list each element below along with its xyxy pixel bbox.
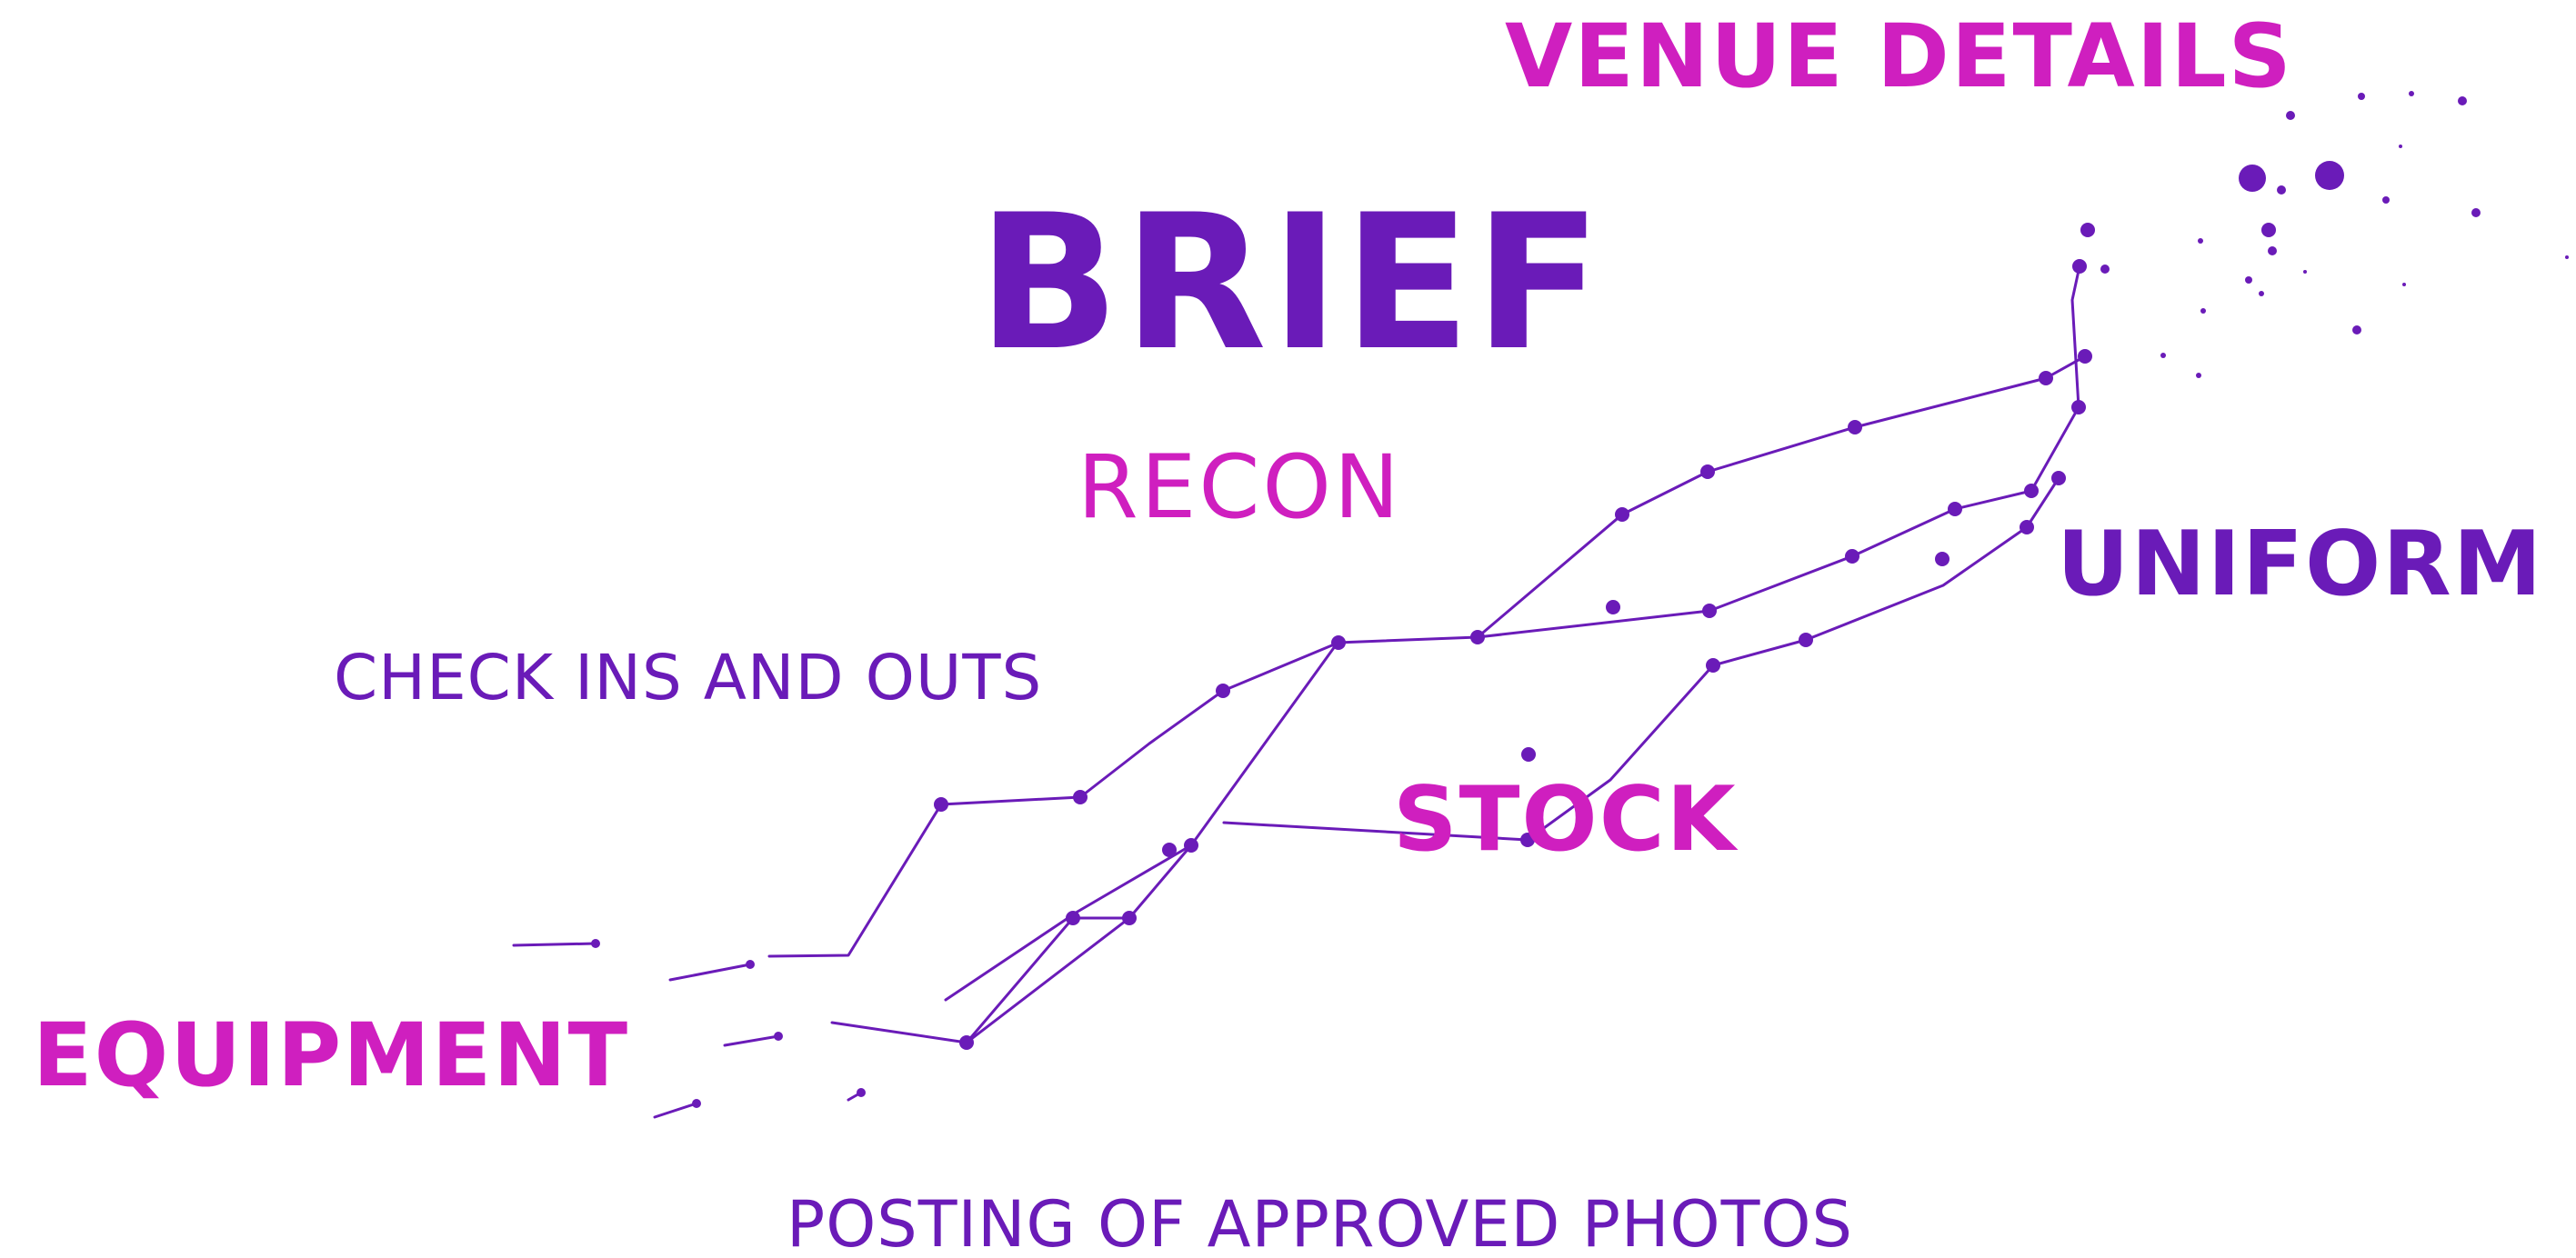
- network-node: [692, 1099, 701, 1108]
- network-line: [1476, 354, 2087, 639]
- network-node: [2071, 400, 2086, 414]
- network-node: [2409, 91, 2414, 96]
- network-node: [2200, 308, 2206, 314]
- uniform-label: UNIFORM: [2057, 513, 2544, 616]
- network-node: [2100, 265, 2110, 274]
- network-node: [1799, 633, 1813, 647]
- network-node: [1066, 911, 1080, 925]
- network-line: [1189, 641, 1339, 847]
- check-ins-and-outs-label: CHECK INS AND OUTS: [334, 642, 1043, 714]
- network-node: [2245, 276, 2252, 284]
- network-node: [1520, 833, 1535, 847]
- network-node: [1615, 507, 1629, 522]
- network-node: [2565, 255, 2569, 259]
- network-node: [2039, 371, 2053, 385]
- network-node: [2358, 93, 2365, 100]
- network-line: [1708, 405, 2080, 613]
- network-node: [591, 939, 600, 948]
- network-line: [1221, 641, 1340, 693]
- network-line: [653, 1102, 698, 1119]
- network-node: [1073, 790, 1088, 804]
- network-node: [1700, 464, 1715, 479]
- network-line: [2070, 265, 2081, 409]
- network-node: [2020, 520, 2034, 534]
- network-node: [2024, 484, 2039, 498]
- network-node: [1122, 911, 1137, 925]
- network-line: [512, 942, 597, 947]
- network-node: [2399, 145, 2402, 148]
- network-node: [934, 797, 948, 812]
- network-node: [1162, 843, 1177, 857]
- network-node: [2259, 291, 2264, 296]
- network-node: [746, 960, 755, 969]
- network-node: [1948, 502, 1962, 516]
- network-node: [2198, 238, 2203, 244]
- network-node: [1935, 552, 1950, 566]
- network-line: [1711, 476, 2060, 667]
- network-node: [1331, 635, 1346, 650]
- network-node: [2402, 283, 2406, 286]
- network-node: [2458, 96, 2467, 105]
- network-node: [2382, 196, 2390, 204]
- network-node: [1848, 420, 1862, 434]
- network-node: [857, 1088, 866, 1097]
- network-node: [2315, 161, 2344, 190]
- network-node: [1521, 747, 1536, 762]
- network-node: [2286, 111, 2295, 120]
- network-line: [767, 689, 1225, 958]
- network-node: [2072, 259, 2087, 274]
- network-node: [2261, 223, 2276, 237]
- network-line: [1222, 821, 1529, 842]
- network-node: [2303, 270, 2307, 274]
- network-line: [723, 1034, 780, 1047]
- network-node: [774, 1032, 783, 1041]
- network-line: [830, 844, 1193, 1044]
- stock-label: STOCK: [1393, 768, 1738, 872]
- network-node: [2277, 185, 2286, 195]
- network-node: [2268, 246, 2277, 255]
- network-node: [1216, 684, 1230, 698]
- network-node: [959, 1035, 974, 1050]
- network-node: [1702, 604, 1717, 618]
- network-node: [2160, 353, 2166, 358]
- network-line: [1336, 609, 1711, 644]
- network-node: [2080, 223, 2095, 237]
- brief-label: BRIEF: [977, 175, 1606, 392]
- network-node: [1845, 549, 1859, 564]
- network-node: [2196, 373, 2201, 378]
- network-node: [1706, 658, 1720, 673]
- network-node: [2352, 325, 2361, 334]
- network-node: [1606, 600, 1620, 614]
- network-line: [668, 963, 752, 982]
- network-node: [1470, 630, 1485, 644]
- network-line: [1526, 664, 1715, 842]
- equipment-label: EQUIPMENT: [33, 1004, 630, 1106]
- network-node: [2471, 208, 2481, 217]
- network-node: [1184, 838, 1198, 853]
- network-line: [944, 844, 1193, 1002]
- network-node: [2078, 349, 2092, 364]
- network-node: [2051, 471, 2066, 485]
- recon-label: RECON: [1078, 436, 1402, 538]
- posting-of-approved-photos-label: POSTING OF APPROVED PHOTOS: [787, 1187, 1853, 1258]
- network-node: [2239, 165, 2266, 192]
- venue-details-label: VENUE DETAILS: [1505, 5, 2293, 107]
